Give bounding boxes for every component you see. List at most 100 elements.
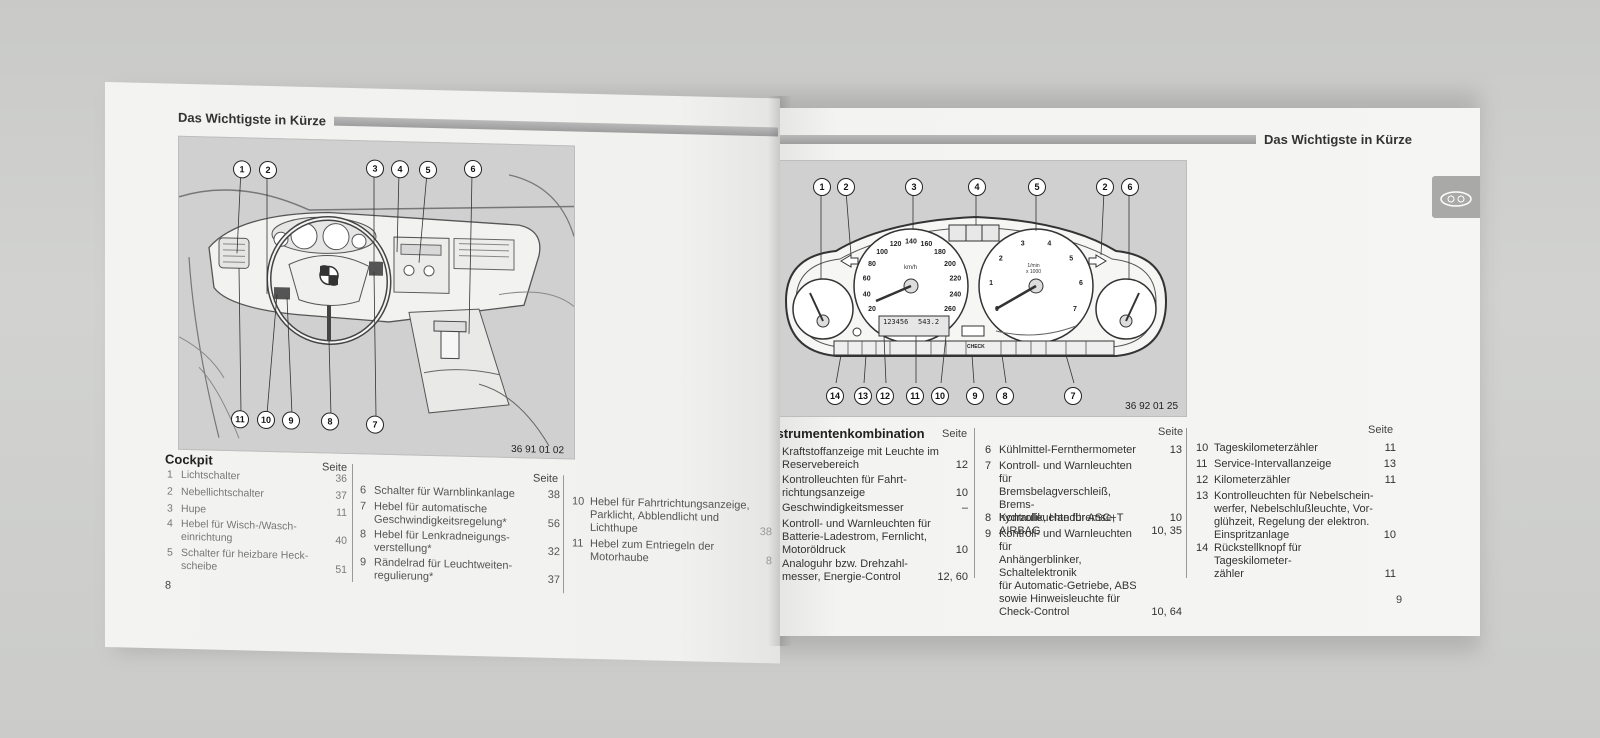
speedo-tick-140: 140 — [905, 239, 917, 246]
item-page: 32 — [547, 545, 560, 559]
item-page: 51 — [335, 563, 347, 576]
cockpit-item-9: 9 Rändelrad für Leuchtweiten- regulierun… — [360, 556, 560, 587]
item-number: 11 — [1196, 458, 1208, 470]
item-page: 10 — [1169, 512, 1182, 524]
speedo-tick-160: 160 — [921, 241, 933, 248]
item-page: 37 — [547, 573, 560, 587]
item-text: Hebel für automatische Geschwindigkeitsr… — [374, 500, 507, 529]
callout-3: 3 — [366, 159, 384, 178]
item-text: Tageskilometerzähler — [1214, 442, 1318, 454]
instr-item-10: 10 Tageskilometerzähler 11 — [1196, 442, 1396, 455]
instr-item-4: 4 Kontroll- und Warnleuchten für Batteri… — [780, 518, 968, 557]
item-text: Hebel für Fahrtrichtungsanzeige, Parklic… — [590, 495, 750, 536]
item-number: 7 — [985, 460, 992, 472]
item-number: 12 — [1196, 474, 1209, 486]
instr-divider-1 — [974, 428, 975, 578]
tacho-tick-7: 7 — [1073, 306, 1077, 313]
instr-seite-label-1: Seite — [942, 428, 968, 440]
cluster-callout-6: 6 — [1121, 178, 1139, 196]
instr-item-1: 1 Kraftstoffanzeige mit Leuchte im Reser… — [780, 446, 968, 472]
item-number: 8 — [360, 528, 367, 541]
cluster-callout-1: 1 — [813, 178, 831, 196]
item-text: Rändelrad für Leuchtweiten- regulierung* — [374, 556, 513, 584]
tacho-tick-6: 6 — [1079, 280, 1083, 287]
callout-7: 7 — [366, 415, 384, 434]
callout-6: 6 — [464, 159, 482, 179]
item-number: 10 — [1196, 442, 1209, 454]
item-text: Schalter für heizbare Heck- scheibe — [181, 546, 309, 573]
cluster-callout-10: 10 — [931, 387, 949, 405]
item-text: Kontroll- und Warnleuchten für Bremsbela… — [999, 460, 1132, 537]
instr-item-8: 8 Kontrolleuchte für ASC+T 10 — [985, 512, 1182, 525]
item-page: 10 — [1383, 529, 1396, 541]
item-text: Hebel für Lenkradneigungs- verstellung* — [374, 528, 510, 555]
left-page: Das Wichtigste in Kürze — [105, 82, 780, 664]
cluster-callout-7: 7 — [1064, 387, 1082, 405]
item-page: 13 — [1169, 444, 1182, 456]
cluster-callout-3: 3 — [905, 178, 923, 196]
item-page: 10 — [955, 487, 968, 499]
item-number: 14 — [1196, 542, 1209, 554]
cockpit-item-7: 7 Hebel für automatische Geschwindigkeit… — [360, 500, 560, 531]
item-text: Kraftstoffanzeige mit Leuchte im Reserve… — [782, 446, 939, 471]
item-text: Kontroll- und Warnleuchten für Anhängerb… — [999, 528, 1137, 618]
left-header-title: Das Wichtigste in Kürze — [178, 109, 326, 129]
cluster-callout-4: 4 — [968, 178, 986, 196]
item-page: 10, 35 — [1151, 525, 1182, 537]
item-text: Schalter für Warnblinkanlage — [374, 484, 515, 501]
speedo-tick-80: 80 — [868, 261, 876, 268]
cockpit-item-6: 6 Schalter für Warnblinkanlage 38 — [360, 484, 560, 502]
callout-8: 8 — [321, 412, 339, 431]
tacho-tick-1: 1 — [989, 280, 993, 287]
instr-item-5: 5 Analoguhr bzw. Drehzahl- messer, Energ… — [780, 558, 968, 584]
item-page: 40 — [335, 534, 347, 547]
cockpit-item-2: 2 Nebellichtschalter 37 — [167, 486, 347, 503]
right-page-number: 9 — [1396, 594, 1403, 606]
callout-5: 5 — [419, 160, 437, 180]
callout-1: 1 — [233, 160, 251, 179]
callout-11: 11 — [231, 410, 249, 429]
cluster-callout-5: 5 — [1028, 178, 1046, 196]
instr-item-14: 14 Rückstellknopf für Tageskilometer- zä… — [1196, 542, 1396, 581]
tacho-tick-5: 5 — [1069, 255, 1073, 262]
item-number: 4 — [167, 517, 173, 530]
item-page: 11 — [336, 506, 347, 519]
tacho-tick-2: 2 — [999, 255, 1003, 262]
cockpit-item-5: 5 Schalter für heizbare Heck- scheibe 51 — [167, 547, 347, 577]
speed-unit-label: km/h — [904, 265, 918, 271]
cluster-callout-13: 13 — [854, 387, 872, 405]
item-number: 6 — [360, 484, 367, 497]
item-text: Nebellichtschalter — [181, 485, 264, 500]
tacho-tick-3: 3 — [1021, 241, 1025, 248]
item-text: Hebel für Wisch-/Wasch- einrichtung — [181, 517, 297, 545]
right-page: Das Wichtigste in Kürze — [780, 108, 1480, 636]
item-text: Kühlmittel-Fernthermometer — [999, 444, 1136, 456]
cockpit-item-11: 11 Hebel zum Entriegeln der Motorhaube 8 — [572, 537, 772, 568]
item-number: 11 — [572, 537, 584, 550]
tacho-unit-label: 1/min x 1000 — [1026, 263, 1042, 275]
item-text: Rückstellknopf für Tageskilometer- zähle… — [1214, 542, 1302, 580]
item-page: 12 — [955, 459, 968, 471]
speedo-tick-100: 100 — [876, 249, 888, 256]
callout-10: 10 — [257, 410, 275, 430]
cluster-callout-8: 8 — [996, 387, 1014, 405]
instr-seite-label-2: Seite — [1158, 426, 1184, 438]
item-number: 7 — [360, 500, 367, 513]
item-page: 11 — [1384, 442, 1396, 454]
right-page-header: Das Wichtigste in Kürze — [780, 132, 1412, 147]
item-text: Kontrolleuchten für Nebelschein- werfer,… — [1214, 490, 1374, 541]
instr-item-13: 13 Kontrolleuchten für Nebelschein- werf… — [1196, 490, 1396, 542]
cluster-figure-code: 36 92 01 25 — [1125, 401, 1178, 412]
speedo-tick-60: 60 — [863, 276, 871, 283]
instr-divider-2 — [1186, 428, 1187, 578]
tacho-tick-0: 0 — [995, 306, 999, 313]
instr-item-6: 6 Kühlmittel-Fernthermometer 13 — [985, 444, 1182, 457]
speedo-tick-40: 40 — [863, 291, 871, 298]
item-number: 1 — [167, 468, 173, 481]
speedo-tick-180: 180 — [934, 249, 946, 256]
item-text: Kontroll- und Warnleuchten für Batterie-… — [782, 518, 931, 556]
item-number: 9 — [985, 528, 992, 540]
item-number: 8 — [985, 512, 992, 524]
